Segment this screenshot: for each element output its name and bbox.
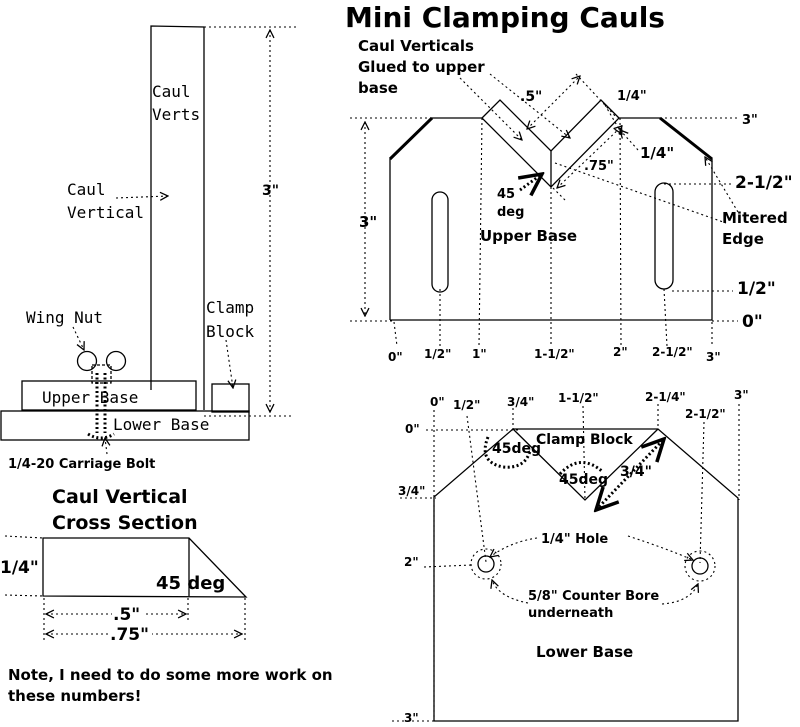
angle-label-2: deg [497, 205, 524, 220]
carriage-bolt-label: 1/4-20 Carriage Bolt [8, 457, 155, 472]
upper-x-tick-2: 1" [472, 347, 487, 361]
dim-half-label: .5" [520, 89, 542, 105]
upper-height-label: 3" [359, 213, 377, 231]
clamp-block-label: Clamp Block [536, 432, 633, 448]
lower-y-3-4: 3/4" [398, 484, 425, 498]
counter-bore-label-2: underneath [528, 606, 613, 621]
mitered-edge-left [388, 116, 434, 161]
dim-three-quarter: .75" [584, 159, 614, 174]
right-2-5-label: 2-1/2" [735, 173, 793, 193]
upper-x-tick-1: 1/2" [424, 347, 451, 361]
counter-bore-label-1: 5/8" Counter Bore [528, 589, 659, 604]
cross-section-title-1: Caul Vertical [52, 486, 188, 508]
upper-base-label: Upper Base [480, 227, 577, 245]
upper-x-tick-5: 2-1/2" [652, 345, 693, 359]
dim-b-label: .75" [110, 625, 149, 645]
upper-base-label: Upper Base [42, 388, 138, 407]
lower-x-tick-1: 1/2" [453, 398, 480, 412]
carriage-bolt-head [87, 432, 115, 440]
upper-x-tick-0: 0" [388, 350, 403, 364]
upper-x-tick-4: 2" [613, 345, 628, 359]
upper-base-block [21, 380, 197, 411]
upper-base-view: Caul Verticals Glued to upper base 3" .5… [350, 37, 793, 364]
upper-x-tick-6: 3" [706, 350, 721, 364]
angle-arc-mid [558, 461, 604, 476]
wing-nut-label: Wing Nut [26, 308, 103, 327]
counter-bore-left [470, 548, 502, 580]
side-view: 3" Caul Verts Caul Vertical Wing Nut Cla… [0, 25, 298, 472]
lower-x-tick-4: 2-1/4" [645, 390, 686, 404]
thickness-label: 1/4" [0, 558, 39, 578]
note-line-1: Note, I need to do some more work on [8, 666, 333, 684]
lower-y-0: 0" [405, 422, 420, 436]
lower-base-block [0, 410, 250, 441]
slot-right [654, 182, 674, 290]
verticals-note-1: Caul Verticals [358, 37, 474, 55]
caul-vertical-label-1: Caul [67, 180, 106, 199]
lower-base-label: Lower Base [536, 643, 633, 661]
lower-x-tick-3: 1-1/2" [558, 391, 599, 405]
height-label: 3" [262, 183, 279, 199]
dim-quarter-top: 1/4" [617, 89, 647, 104]
lower-x-tick-5: 2-1/2" [685, 407, 726, 421]
right-half-label: 1/2" [737, 279, 776, 299]
slot-left [431, 191, 449, 293]
dim-three-quarter-label: 3/4" [620, 464, 652, 480]
dim-a-label: .5" [113, 605, 140, 625]
mitered-edge-label-2: Edge [722, 230, 764, 248]
clamp-block-label-2: Block [206, 322, 255, 341]
hole-right [691, 557, 709, 575]
clamp-block-small [211, 383, 250, 413]
angle-mid-label: 45deg [559, 472, 608, 488]
cross-section-view: Caul Vertical Cross Section 1/4" 45 deg … [0, 486, 248, 645]
lower-x-tick-2: 3/4" [507, 395, 534, 409]
mitered-edge-label-1: Mitered [722, 209, 788, 227]
lower-x-tick-0: 0" [430, 395, 445, 409]
mitered-edge-right [659, 116, 713, 161]
angle-label-1: 45 [497, 187, 515, 202]
dim-quarter-right: 1/4" [640, 144, 674, 162]
lower-base-view: Clamp Block 45deg 45deg 3/4" 1/4" Hole 5… [392, 388, 749, 725]
drawing-title: Mini Clamping Cauls [345, 1, 665, 34]
right-0-label: 0" [742, 312, 763, 332]
wing-nut-left [76, 350, 98, 372]
lower-y-3: 3" [404, 711, 419, 725]
counter-bore-right [684, 550, 716, 582]
right-3-label: 3" [742, 113, 758, 128]
lower-base-label: Lower Base [113, 415, 209, 434]
cross-angle-label: 45 deg [156, 573, 225, 594]
nut-body [91, 364, 112, 384]
upper-x-tick-3: 1-1/2" [534, 347, 575, 361]
cross-section-title-2: Cross Section [52, 512, 198, 534]
caul-vertical-outline [150, 25, 205, 410]
three-quarter-dim [596, 439, 664, 510]
caul-verticals-top [481, 99, 620, 152]
hole-label: 1/4" Hole [541, 532, 608, 547]
caul-verts-label-2: Verts [152, 105, 200, 124]
angle-left-label: 45deg [492, 441, 541, 457]
caul-verts-label-1: Caul [152, 82, 191, 101]
verticals-note-3: base [358, 79, 398, 97]
cross-section-shape [42, 537, 248, 598]
lower-x-tick-6: 3" [734, 388, 749, 402]
clamp-block-label-1: Clamp [206, 298, 254, 317]
lower-y-2: 2" [404, 555, 419, 569]
note-line-2: these numbers! [8, 687, 141, 705]
verticals-note-2: Glued to upper [358, 58, 485, 76]
wing-nut-right [105, 350, 127, 372]
caul-vertical-label-2: Vertical [67, 203, 144, 222]
hole-left [477, 555, 495, 573]
